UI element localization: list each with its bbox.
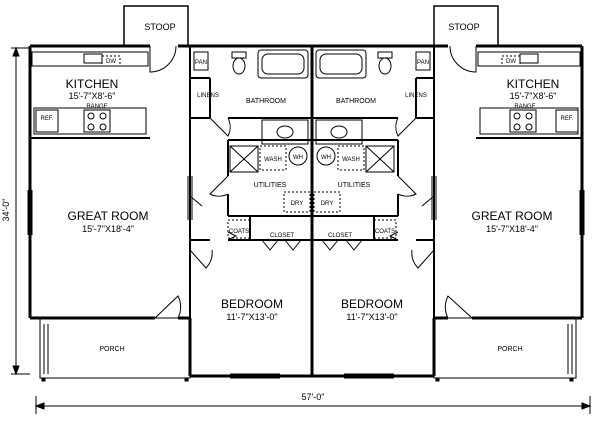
- dw-right: DW: [506, 59, 516, 65]
- depth-label: 34'-0": [1, 199, 11, 222]
- wash-right: WASH: [342, 157, 360, 163]
- porch-left: [39, 317, 191, 382]
- bedroom-right-name: BEDROOM: [341, 297, 403, 311]
- interior-walls: [30, 46, 582, 318]
- stoop-right: STOOP: [433, 5, 499, 46]
- stoop-left: STOOP: [123, 5, 189, 46]
- bathroom-right: BATHROOM: [336, 98, 376, 105]
- utility-fixtures-right: [313, 145, 395, 213]
- kitchen-left-size: 15'-7"X8'-6": [69, 91, 116, 101]
- outer-walls: [28, 44, 584, 378]
- kitchen-right-name: KITCHEN: [507, 77, 560, 91]
- great-room-right-name: GREAT ROOM: [472, 209, 553, 223]
- wash-left: WASH: [264, 157, 282, 163]
- dry-right: DRY: [321, 201, 334, 207]
- coats-left: COATS: [229, 229, 249, 235]
- porch-left-label: PORCH: [99, 346, 124, 353]
- wh-left: WH: [293, 155, 303, 161]
- kitchen-counters-right: [477, 51, 581, 135]
- svg-text:STOOP: STOOP: [448, 22, 479, 32]
- great-room-left-name: GREAT ROOM: [68, 209, 149, 223]
- bedroom-left-size: 11'-7"X13'-0": [226, 312, 277, 322]
- coats-right: COATS: [375, 229, 395, 235]
- closet-left: CLOSET: [270, 233, 294, 239]
- pantry-right: PAN: [417, 60, 429, 66]
- bathroom-left: BATHROOM: [246, 98, 286, 105]
- dry-left: DRY: [291, 201, 304, 207]
- linens-right: LINENS: [405, 93, 427, 99]
- utility-fixtures-left: [229, 145, 311, 213]
- width-label: 57'-0": [302, 392, 325, 402]
- porch-right-label: PORCH: [497, 346, 522, 353]
- linens-left: LINENS: [197, 93, 219, 99]
- utilities-right: UTILITIES: [338, 182, 371, 189]
- ref-right: REF.: [560, 116, 573, 122]
- dw-left: DW: [106, 59, 116, 65]
- dimension-depth: [11, 46, 30, 376]
- pantry-left: PAN: [195, 60, 207, 66]
- dimension-width: [34, 396, 592, 414]
- bath-fixtures-right: [315, 49, 431, 145]
- ref-left: REF.: [40, 116, 53, 122]
- wh-right: WH: [321, 155, 331, 161]
- closet-right: CLOSET: [328, 233, 352, 239]
- bath-fixtures-left: [193, 49, 309, 145]
- windows: [27, 176, 585, 379]
- great-room-left-size: 15'-7"X18'-4": [82, 224, 134, 234]
- bedroom-left-name: BEDROOM: [221, 297, 283, 311]
- range-right: RANGE: [514, 104, 535, 110]
- kitchen-right-size: 15'-7"X8'-6": [510, 91, 557, 101]
- range-left: RANGE: [86, 104, 107, 110]
- labels-left: KITCHEN 15'-7"X8'-6" RANGE REF. DW PAN L…: [40, 59, 303, 322]
- utilities-left: UTILITIES: [254, 182, 287, 189]
- kitchen-left-name: KITCHEN: [66, 77, 119, 91]
- great-room-right-size: 15'-7"X18'-4": [486, 224, 538, 234]
- bedroom-right-size: 11'-7"X13'-0": [346, 312, 397, 322]
- svg-text:STOOP: STOOP: [144, 22, 175, 32]
- porch-right: [433, 317, 577, 382]
- labels-right: KITCHEN 15'-7"X8'-6" RANGE REF. DW PAN L…: [321, 59, 574, 322]
- kitchen-counters-left: [31, 51, 149, 135]
